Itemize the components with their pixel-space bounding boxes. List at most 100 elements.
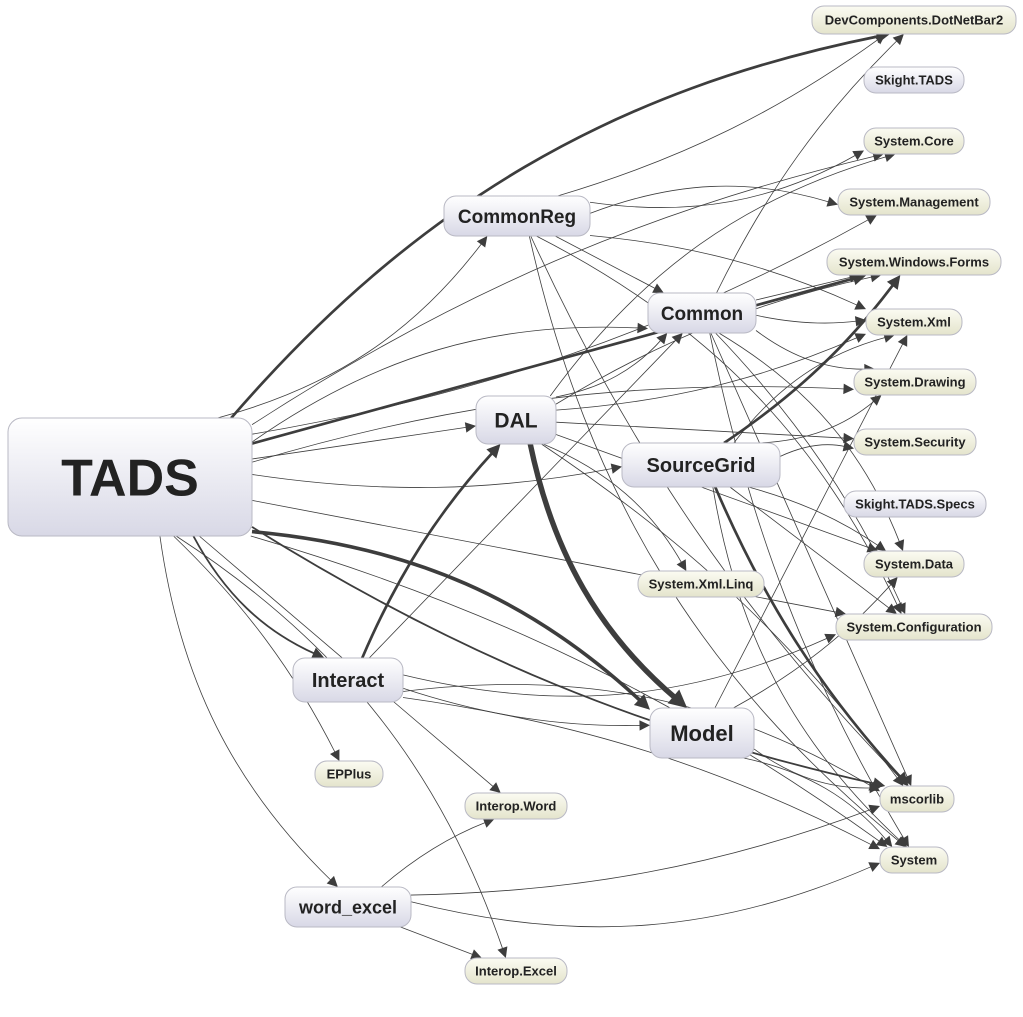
arrowhead-tads-to-system [875,836,888,847]
node-system-management[interactable]: System.Management [837,188,991,216]
arrowhead-source-grid-to-system-windows-forms [886,275,901,290]
node-label-system-xml: System.Xml [877,315,951,330]
node-label-system-windows-forms: System.Windows.Forms [839,255,989,270]
node-interop-excel[interactable]: Interop.Excel [464,957,568,985]
node-skight-tads[interactable]: Skight.TADS [863,66,965,94]
node-box-system-management [837,188,991,216]
edge-common-reg-to-common [554,235,657,290]
node-word-excel[interactable]: word_excel [284,886,412,928]
node-label-source-grid: SourceGrid [647,455,756,477]
node-label-dev-components: DevComponents.DotNetBar2 [825,13,1003,28]
node-label-tads: TADS [61,450,199,508]
node-system-configuration[interactable]: System.Configuration [835,613,993,641]
node-common[interactable]: Common [647,292,757,334]
node-xml-linq[interactable]: System.Xml.Linq [637,570,765,598]
node-tads[interactable]: TADS [7,417,253,537]
edge-source-grid-to-mscorlib [713,486,903,779]
node-box-interop-excel [464,957,568,985]
node-label-system-data: System.Data [875,557,954,572]
node-box-system-core [863,127,965,155]
node-box-mscorlib [879,785,955,813]
node-interop-word[interactable]: Interop.Word [464,792,568,820]
node-label-system-configuration: System.Configuration [846,620,981,635]
node-box-system [879,846,949,874]
arrowhead-word-excel-to-interop-word [482,817,495,828]
arrowhead-model-to-system-data [886,577,898,589]
node-mscorlib[interactable]: mscorlib [879,785,955,813]
arrowhead-interact-to-system [868,839,880,850]
node-system-core[interactable]: System.Core [863,127,965,155]
node-label-system: System [891,853,937,868]
node-system-drawing[interactable]: System.Drawing [853,368,977,396]
node-box-system-windows-forms [826,248,1002,276]
edge-tads-to-common [251,326,640,443]
node-label-dal: DAL [494,410,537,433]
arrowhead-tads-to-common [637,322,648,334]
arrowhead-source-grid-to-system-drawing [870,395,882,406]
edge-tads-to-system [250,535,881,843]
edge-word-excel-to-interop-excel [400,926,475,956]
edge-word-excel-to-mscorlib [410,808,873,896]
node-common-reg[interactable]: CommonReg [443,195,591,237]
node-source-grid[interactable]: SourceGrid [621,442,781,488]
node-dal[interactable]: DAL [475,395,557,445]
node-box-system-security [853,428,977,456]
edge-source-grid-to-system-xml [733,336,887,444]
node-label-system-core: System.Core [874,134,953,149]
edge-common-to-system-drawing [755,330,867,370]
arrowhead-source-grid-to-system-data [874,540,887,551]
edge-common-reg-to-system-management [589,185,831,214]
arrowhead-interact-to-system-configuration [824,633,836,644]
edge-source-grid-to-system-security [779,444,846,457]
edge-interact-to-mscorlib [402,684,873,788]
arrowhead-interact-to-model [639,720,650,731]
edge-source-grid-to-system-windows-forms [723,282,895,445]
node-system-xml[interactable]: System.Xml [865,308,963,336]
node-box-interact [292,657,404,703]
node-system[interactable]: System [879,846,949,874]
node-label-model: Model [670,721,734,746]
edge-tads-to-system-windows-forms [251,276,857,445]
node-label-word-excel: word_excel [298,897,397,917]
node-box-source-grid [621,442,781,488]
edge-interact-to-system-configuration [402,637,829,697]
node-box-skight-tadsspecs [843,490,987,518]
edge-dal-to-model [527,443,678,701]
edge-source-grid-to-system-drawing [757,400,876,444]
arrowhead-common-reg-to-system-management [826,196,838,207]
node-label-system-drawing: System.Drawing [864,375,965,390]
node-box-word-excel [284,886,412,928]
node-box-common-reg [443,195,591,237]
arrowhead-common-reg-to-common [652,283,664,293]
arrowhead-dal-to-common [656,333,668,345]
arrowhead-source-grid-to-system-configuration [885,603,897,614]
arrowhead-word-excel-to-system [868,862,880,872]
arrowhead-common-to-mscorlib [902,774,912,786]
edge-tads-to-epplus [173,535,337,754]
node-skight-tadsspecs[interactable]: Skight.TADS.Specs [843,490,987,518]
node-system-security[interactable]: System.Security [853,428,977,456]
node-label-mscorlib: mscorlib [890,792,944,807]
node-model[interactable]: Model [649,707,755,759]
arrowhead-source-grid-to-system [895,836,907,847]
node-system-data[interactable]: System.Data [863,550,965,578]
node-dev-components[interactable]: DevComponents.DotNetBar2 [811,5,1017,35]
node-box-system-data [863,550,965,578]
edges-layer [159,30,912,960]
edge-dal-to-system-xml [555,336,859,411]
edge-tads-to-interop-excel [175,535,504,951]
arrowhead-dal-to-system-xml [854,333,866,343]
node-epplus[interactable]: EPPlus [314,760,384,788]
edge-tads-to-source-grid [251,467,614,488]
node-box-system-drawing [853,368,977,396]
node-system-windows-forms[interactable]: System.Windows.Forms [826,248,1002,276]
edge-tads-to-dev-components [230,34,880,419]
arrowhead-tads-to-interact [310,647,325,659]
arrowhead-common-to-system-configuration [896,602,906,614]
arrowhead-word-excel-to-interop-excel [470,949,482,960]
node-interact[interactable]: Interact [292,657,404,703]
node-label-common-reg: CommonReg [458,207,576,228]
arrowhead-source-grid-to-system-security [842,441,854,452]
edge-tads-to-common-reg [217,242,483,419]
